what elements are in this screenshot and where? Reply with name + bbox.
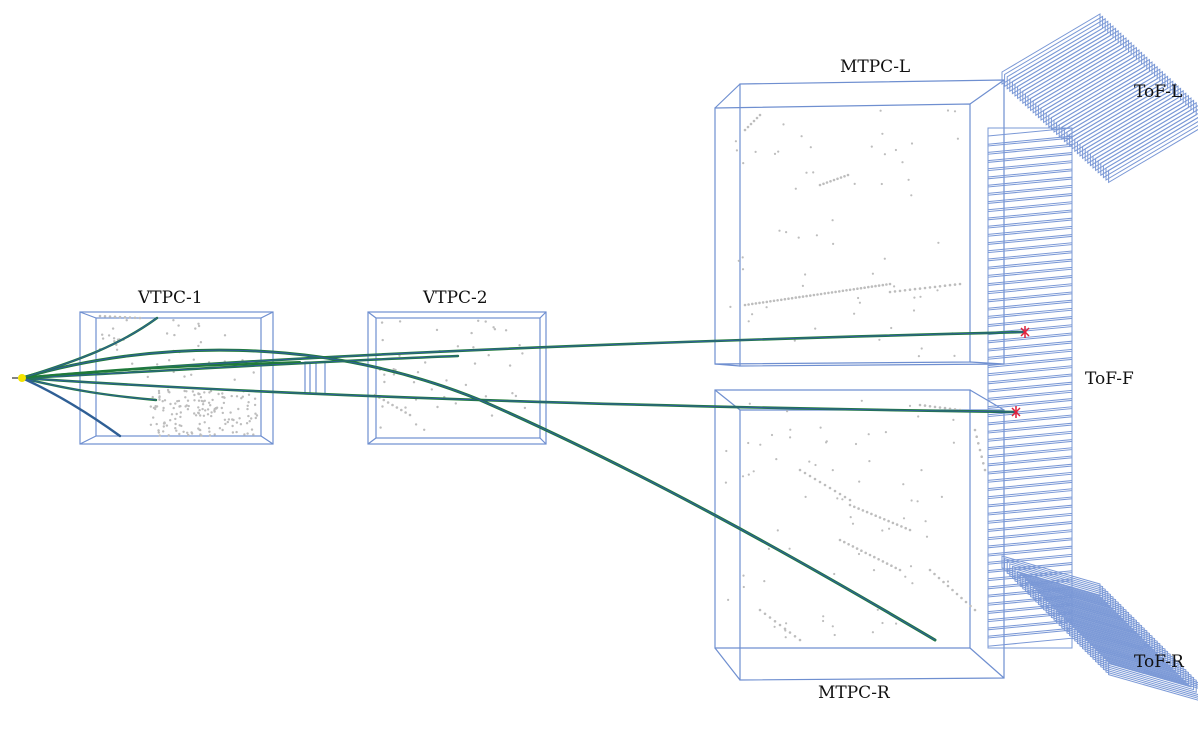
mtpc-r-box	[714, 389, 1005, 681]
tpc-hits	[98, 109, 987, 642]
tof-r-wall	[1001, 555, 1198, 701]
tof-l-wall	[1001, 13, 1198, 184]
mtpc-l-box	[714, 79, 1005, 367]
hit-segment	[928, 568, 977, 612]
reconstructed-tracks	[20, 316, 1027, 642]
label-tof-r: ToF-R	[1134, 652, 1185, 672]
tof-f-wall	[987, 127, 1073, 649]
hit-segment	[798, 468, 852, 502]
tof-hit-lower	[1011, 406, 1021, 418]
vtpc2-box	[367, 311, 547, 445]
track-steep-down	[20, 376, 122, 438]
label-vtpc2: VTPC-2	[422, 288, 488, 308]
gap-element	[304, 361, 326, 395]
track-lower-long-fit	[21, 377, 1017, 413]
detector-geometry	[79, 79, 1005, 681]
track-lower-long	[20, 376, 1018, 414]
track-curved-down-fit	[21, 349, 936, 641]
hit-cluster	[724, 399, 956, 639]
hit-segment	[848, 503, 912, 532]
hit-segment	[743, 113, 762, 132]
label-tof-f: ToF-F	[1085, 369, 1134, 389]
label-vtpc1: VTPC-1	[137, 288, 203, 308]
track-short-down-fit	[21, 377, 157, 401]
label-mtpc-r: MTPC-R	[818, 683, 891, 703]
hit-segment	[838, 538, 902, 572]
labels: VTPC-1 VTPC-2 MTPC-L MTPC-R ToF-L ToF-F …	[137, 57, 1185, 703]
hit-segment	[973, 428, 987, 472]
hit-segment	[888, 282, 962, 294]
hit-cluster	[149, 388, 259, 437]
hit-cluster	[729, 109, 960, 358]
label-tof-l: ToF-L	[1134, 82, 1182, 102]
tof-hit-upper	[1020, 326, 1030, 338]
tof-walls	[987, 13, 1198, 701]
hit-segment	[743, 282, 892, 307]
track-diag	[21, 361, 301, 379]
hit-cluster	[378, 319, 527, 431]
label-mtpc-l: MTPC-L	[840, 57, 910, 77]
track-short-mid-fit	[21, 355, 459, 379]
primary-vertex	[12, 374, 26, 382]
vtpc1-box	[79, 311, 274, 445]
track-short-up-fit	[21, 317, 158, 379]
hit-segment	[818, 173, 850, 187]
hit-segment	[98, 314, 142, 320]
hit-segment	[758, 608, 802, 642]
